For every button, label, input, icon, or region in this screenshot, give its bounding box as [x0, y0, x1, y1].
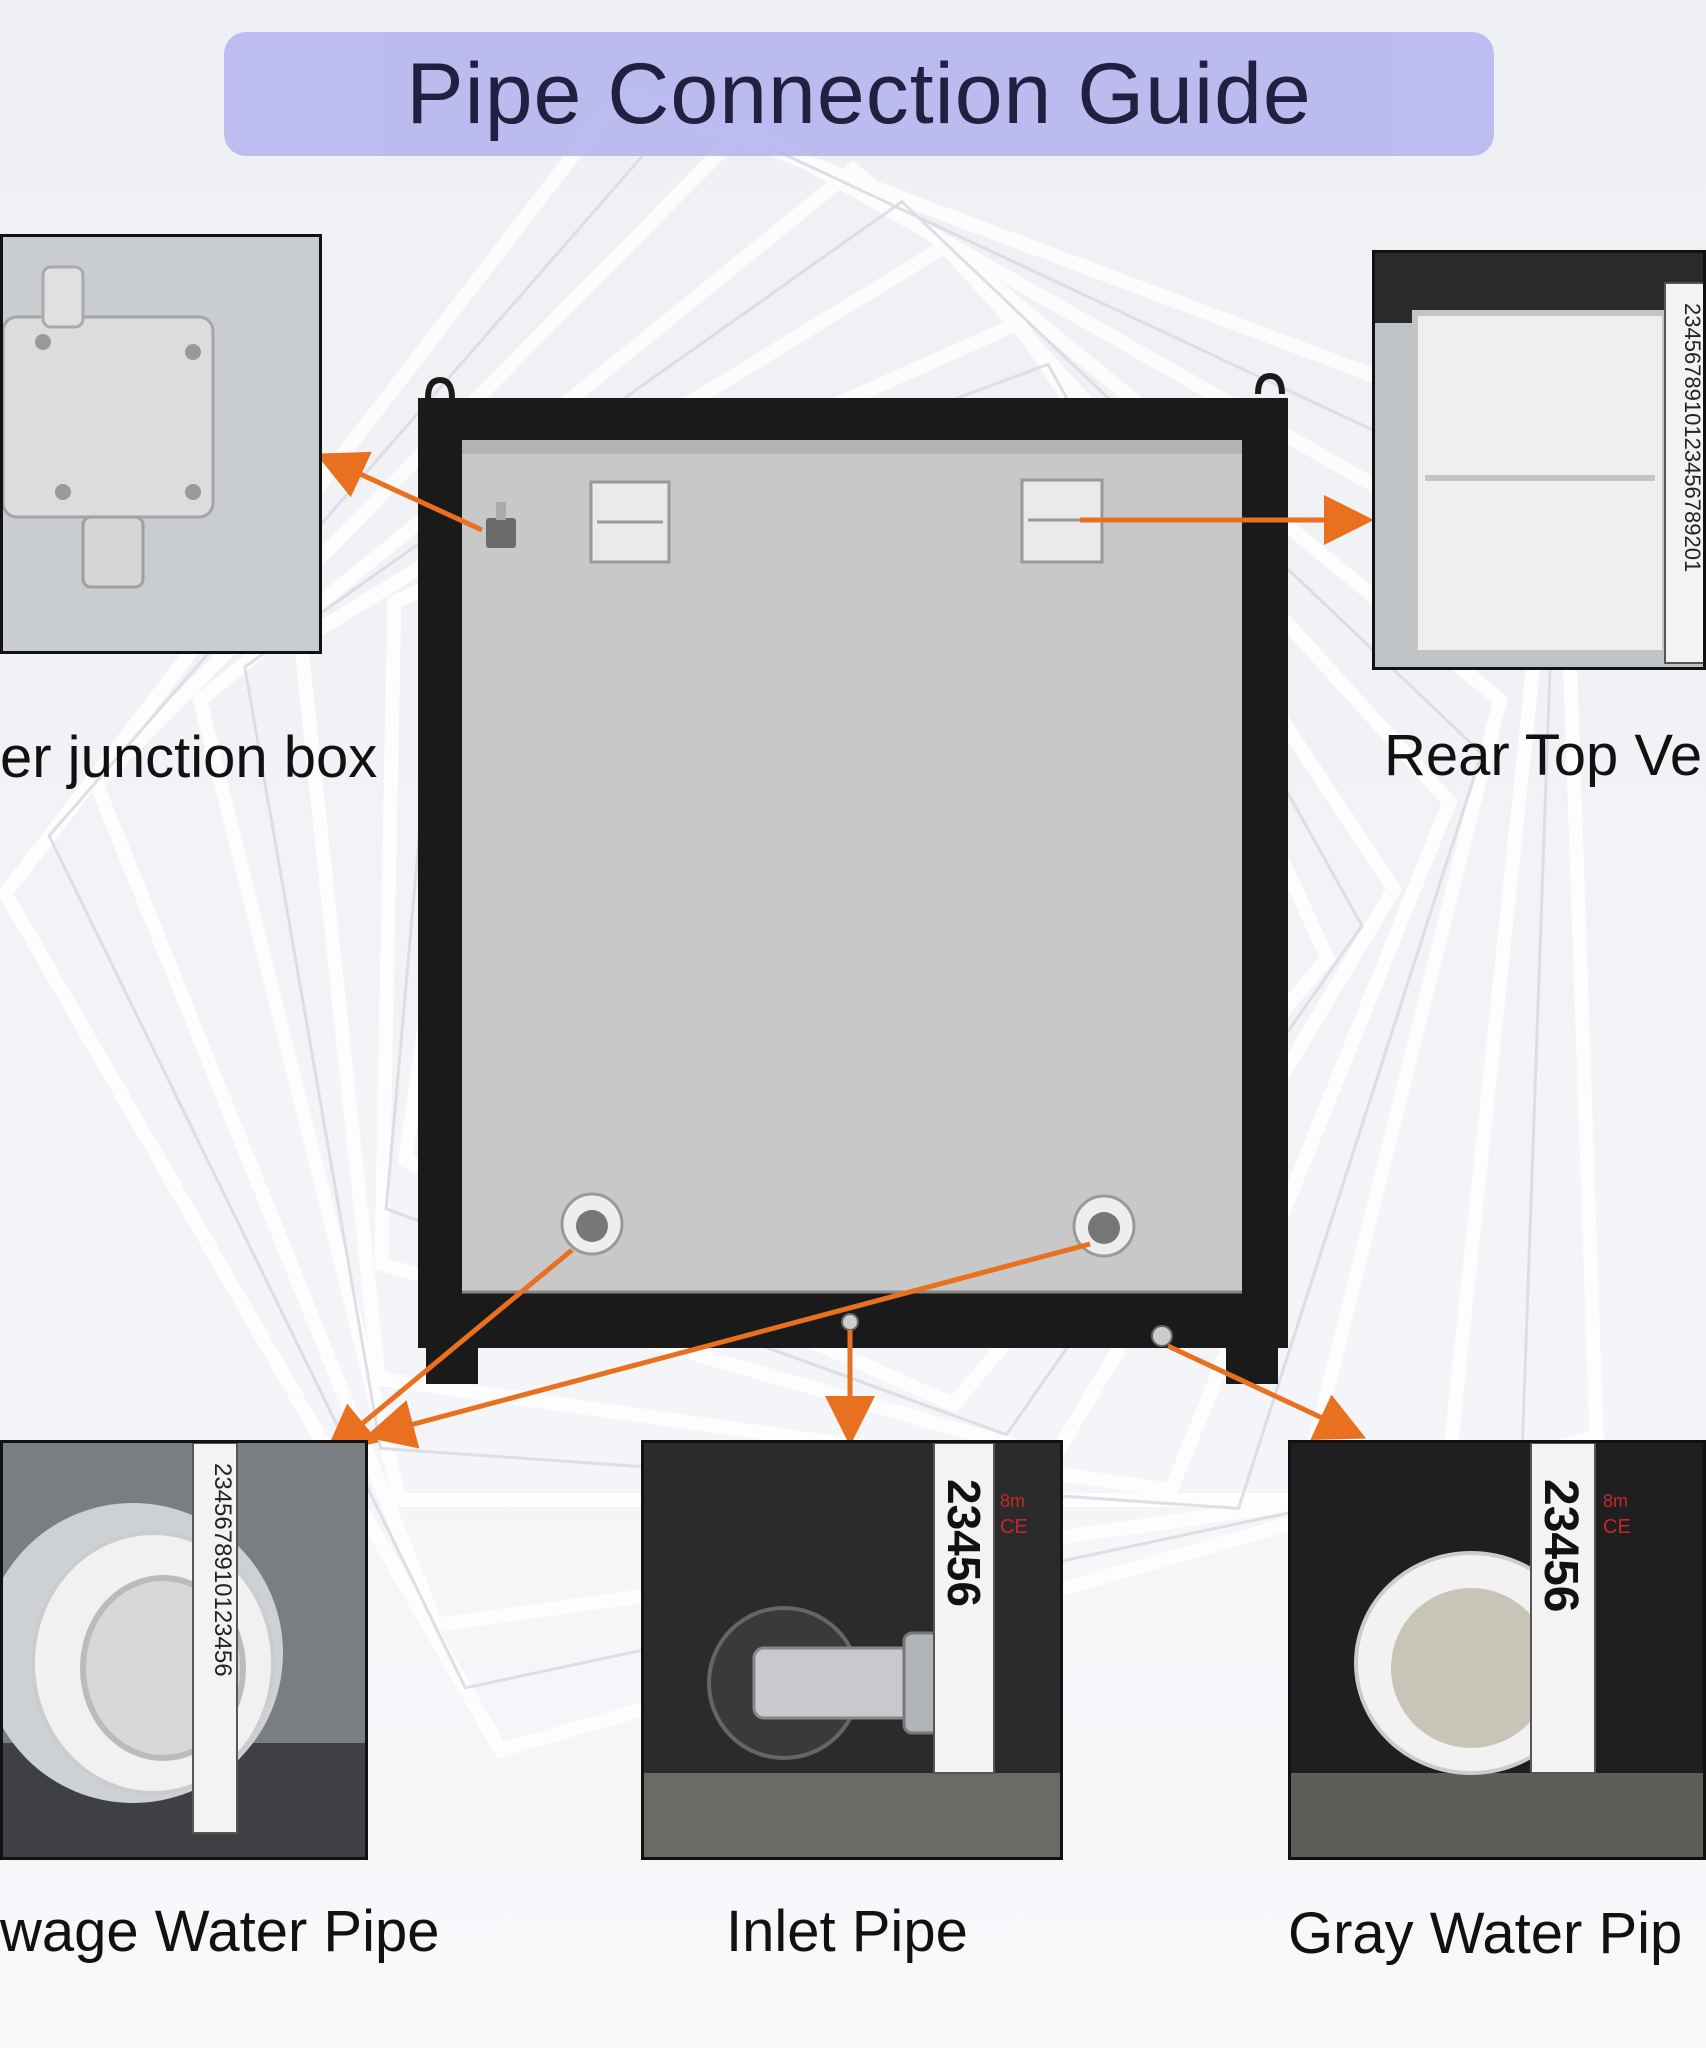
caption-rear-top-vent: Rear Top Ve: [1384, 723, 1703, 788]
photo-inlet-pipe: 23456 8m CE: [641, 1440, 1063, 1860]
page-title: Pipe Connection Guide: [406, 45, 1312, 142]
photo-gray-water-pipe: 23456 8m CE: [1288, 1440, 1706, 1860]
tape-measure: [1530, 1443, 1596, 1774]
caption-inlet-pipe: Inlet Pipe: [726, 1899, 968, 1964]
inlet-fitting: [752, 1646, 916, 1720]
lift-hook-left: [425, 376, 455, 399]
tape-brand: 8m: [1000, 1491, 1025, 1511]
vent-louver: [1412, 310, 1668, 656]
tape-cert: CE: [1000, 1516, 1028, 1538]
arrow-to-gray: [1166, 1343, 1367, 1440]
tape-measure: [933, 1443, 995, 1774]
photo-sewage-pipe: 2345678910123456: [0, 1440, 368, 1860]
tape-cert: CE: [1603, 1516, 1631, 1538]
tape-marks-vent: 2345678910123456789201: [1680, 303, 1705, 572]
tape-marks-inlet: 23456: [938, 1479, 990, 1607]
arrow-sewage-2: [364, 1241, 1091, 1449]
inlet-outlet: [841, 1313, 859, 1331]
photo-junction-box: [0, 234, 322, 654]
arrow-to-junction-box: [315, 451, 484, 533]
caption-sewage-pipe: wage Water Pipe: [0, 1899, 440, 1964]
title-banner: Pipe Connection Guide: [224, 32, 1494, 156]
tape-brand: 8m: [1603, 1491, 1628, 1511]
rear-top-vent-left: [589, 480, 671, 564]
tape-marks-gray: 23456: [1534, 1479, 1587, 1612]
lift-hook-right: [1255, 372, 1285, 395]
junction-box-body: [3, 315, 215, 519]
gray-water-outlet-top: [1072, 1194, 1136, 1258]
tape-measure: [192, 1443, 238, 1834]
tape-marks-sewage: 2345678910123456: [209, 1463, 236, 1677]
caption-junction-box: er junction box: [0, 725, 378, 790]
sewage-outlet: [560, 1192, 624, 1256]
photo-rear-top-vent: 2345678910123456789201: [1372, 250, 1706, 670]
tape-measure: [1664, 282, 1703, 664]
rear-panel: [462, 440, 1242, 1292]
rear-top-vent-right: [1020, 478, 1104, 564]
gray-outlet: [1151, 1325, 1173, 1347]
junction-box-small: [486, 502, 516, 548]
caption-gray-water-pipe: Gray Water Pip: [1288, 1901, 1683, 1966]
